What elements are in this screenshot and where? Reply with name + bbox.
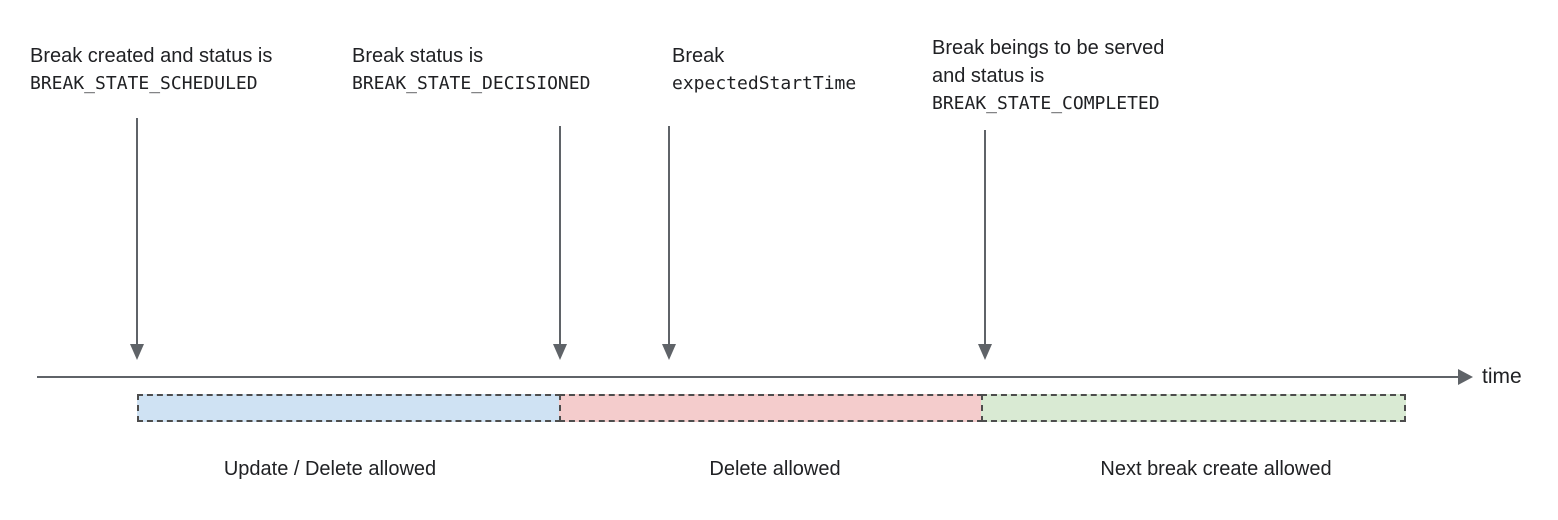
segment-update-delete-allowed — [137, 394, 561, 422]
down-arrow-line — [136, 118, 138, 344]
annotation-code-line: BREAK_STATE_SCHEDULED — [30, 73, 258, 94]
annotation-text-line: Break beings to be served — [932, 37, 1165, 59]
annotation-text-line: and status is — [932, 65, 1045, 87]
time-axis-line — [37, 376, 1458, 378]
time-axis-arrow-icon — [1458, 369, 1473, 385]
down-arrow-head-icon — [130, 344, 144, 360]
annotation-break-scheduled: Break created and status is BREAK_STATE_… — [30, 42, 272, 98]
down-arrow-head-icon — [662, 344, 676, 360]
annotation-break-decisioned: Break status is BREAK_STATE_DECISIONED — [352, 42, 590, 98]
segment-delete-allowed — [559, 394, 983, 422]
segment-label-next-break: Next break create allowed — [1100, 458, 1332, 480]
annotation-code-line: BREAK_STATE_COMPLETED — [932, 93, 1160, 114]
annotation-expected-start-time: Break expectedStartTime — [672, 42, 856, 98]
segment-next-break-create-allowed — [981, 394, 1406, 422]
annotation-text-line: Break — [672, 45, 725, 67]
down-arrow-line — [559, 126, 561, 344]
down-arrow-line — [668, 126, 670, 344]
annotation-break-completed: Break beings to be served and status is … — [932, 34, 1164, 118]
segment-label-update-delete: Update / Delete allowed — [223, 458, 437, 480]
annotation-code-line: BREAK_STATE_DECISIONED — [352, 73, 591, 94]
annotation-text-line: Break created and status is — [30, 45, 273, 67]
down-arrow-head-icon — [978, 344, 992, 360]
time-axis-label: time — [1482, 365, 1522, 388]
down-arrow-line — [984, 130, 986, 344]
down-arrow-head-icon — [553, 344, 567, 360]
annotation-text-line: Break status is — [352, 45, 484, 67]
annotation-code-line: expectedStartTime — [672, 73, 857, 94]
segment-label-delete: Delete allowed — [709, 458, 841, 480]
